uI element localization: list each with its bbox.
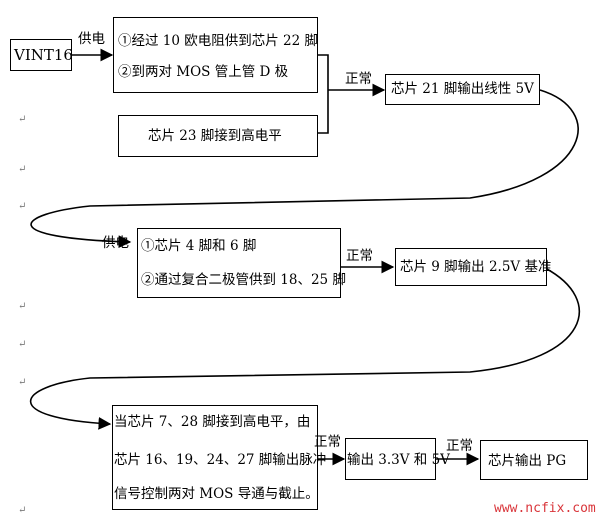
node-pin21-label: 芯片 21 脚输出线性 5V <box>391 81 534 97</box>
curve-row2-to-row3 <box>30 267 581 430</box>
node-vint16 <box>10 39 72 71</box>
node-pin9-ref <box>395 248 547 286</box>
edge-label-normal-2: 正常 <box>346 248 373 264</box>
node-resistor-supply <box>113 17 318 93</box>
paragraph-mark: ↵ <box>18 301 27 312</box>
node-pin46-line2: ②通过复合二极管供到 18、25 脚 <box>141 272 346 288</box>
paragraph-mark: ↵ <box>18 377 27 388</box>
node-vint16-label: VINT16 <box>14 46 73 64</box>
node-pin21-5v <box>385 74 540 105</box>
paragraph-mark: ↵ <box>18 201 27 212</box>
node-pin4-6 <box>137 228 341 298</box>
watermark: www.ncfix.com <box>494 501 596 516</box>
edge-label-supply-1: 供电 <box>78 31 105 47</box>
brace-connector <box>318 54 384 134</box>
node-pin23-label: 芯片 23 脚接到高电平 <box>148 128 282 144</box>
node-pwm-line1: 当芯片 7、28 脚接到高电平，由 <box>114 414 311 430</box>
node-output-3v3-5v <box>345 438 436 480</box>
node-pwm-control <box>112 405 318 510</box>
node-resistor-line1: ①经过 10 欧电阻供到芯片 22 脚 <box>118 33 319 49</box>
node-resistor-line2: ②到两对 MOS 管上管 D 极 <box>118 64 289 80</box>
node-pin9-label: 芯片 9 脚输出 2.5V 基准 <box>400 259 552 275</box>
curve-row1-to-row2 <box>30 89 579 249</box>
paragraph-mark: ↵ <box>18 339 27 350</box>
edge-label-normal-1: 正常 <box>345 71 372 87</box>
node-pg-label: 芯片输出 PG <box>488 453 567 469</box>
paragraph-mark: ↵ <box>18 505 27 516</box>
paragraph-mark: ↵ <box>18 164 27 175</box>
node-pwm-line3: 信号控制两对 MOS 导通与截止。 <box>114 486 319 502</box>
node-pg <box>480 440 588 480</box>
edge-label-normal-4: 正常 <box>446 438 473 454</box>
edge-label-normal-3: 正常 <box>314 434 341 450</box>
node-out-label: 输出 3.3V 和 5V <box>347 452 450 468</box>
node-pin23 <box>118 115 318 157</box>
node-pwm-line2: 芯片 16、19、24、27 脚输出脉冲 <box>114 452 327 468</box>
paragraph-mark: ↵ <box>18 114 27 125</box>
edge-label-supply-2: 供电 <box>102 235 129 251</box>
node-pin46-line1: ①芯片 4 脚和 6 脚 <box>141 238 257 254</box>
